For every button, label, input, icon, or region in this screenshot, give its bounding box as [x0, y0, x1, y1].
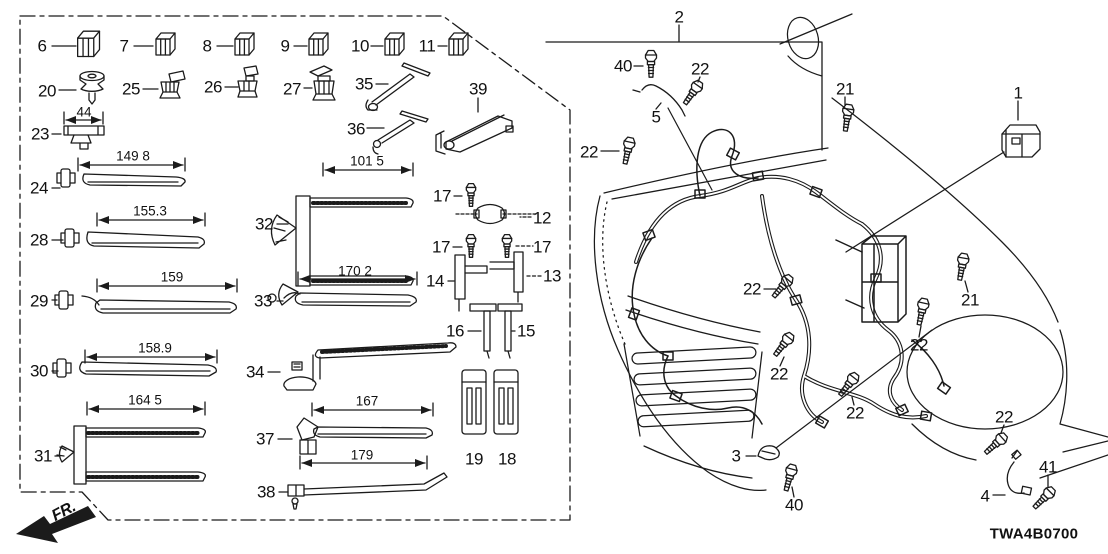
- callout-26[interactable]: 26: [204, 77, 222, 97]
- callout-11[interactable]: 11: [418, 36, 436, 56]
- dimension-label: 179: [350, 447, 374, 463]
- callout-4[interactable]: 4: [980, 486, 990, 506]
- part-37: [278, 403, 433, 454]
- diagram-code: TWA4B0700: [989, 525, 1079, 543]
- callout-31[interactable]: 31: [34, 446, 52, 466]
- callout-22[interactable]: 22: [743, 279, 761, 299]
- callout-20[interactable]: 20: [38, 81, 56, 101]
- callout-13[interactable]: 13: [543, 266, 561, 286]
- callout-35[interactable]: 35: [355, 74, 373, 94]
- part-23: [52, 112, 104, 149]
- callout-28[interactable]: 28: [30, 230, 48, 250]
- callout-1[interactable]: 1: [1013, 83, 1023, 103]
- inset-border: [20, 16, 570, 520]
- callout-22[interactable]: 22: [846, 403, 864, 423]
- part-31: [55, 402, 205, 484]
- callout-21[interactable]: 21: [961, 290, 979, 310]
- callout-41[interactable]: 41: [1039, 457, 1057, 477]
- callout-17[interactable]: 17: [432, 237, 450, 257]
- dimension-label: 155.3: [133, 203, 167, 219]
- dimension-label: 159: [160, 269, 184, 285]
- callout-22[interactable]: 22: [691, 59, 709, 79]
- callout-40[interactable]: 40: [785, 495, 803, 515]
- callout-6[interactable]: 6: [37, 36, 47, 56]
- callout-38[interactable]: 38: [257, 482, 275, 502]
- part-38: [279, 456, 447, 509]
- callout-22[interactable]: 22: [910, 335, 928, 355]
- dimension-label: 170 2: [338, 263, 372, 279]
- callout-15[interactable]: 15: [517, 321, 535, 341]
- connector-blocks: [462, 370, 518, 434]
- callout-27[interactable]: 27: [283, 79, 301, 99]
- fr-arrow: [16, 506, 96, 543]
- dimension-label: 164 5: [128, 392, 162, 408]
- dimension-label: 149 8: [116, 148, 150, 164]
- small-parts: [448, 183, 541, 358]
- dimension-label: 101 5: [350, 153, 384, 169]
- callout-19[interactable]: 19: [465, 449, 483, 469]
- harness-trunk: [636, 177, 926, 422]
- vehicle-outline: [594, 14, 1108, 491]
- callout-29[interactable]: 29: [30, 291, 48, 311]
- callout-22[interactable]: 22: [770, 364, 788, 384]
- callout-21[interactable]: 21: [836, 79, 854, 99]
- callout-5[interactable]: 5: [651, 107, 661, 127]
- clip-icons-row1: [52, 30, 469, 58]
- vehicle-callout-parts: [546, 25, 1058, 513]
- callout-25[interactable]: 25: [122, 79, 140, 99]
- callout-7[interactable]: 7: [119, 36, 129, 56]
- callout-40[interactable]: 40: [614, 56, 632, 76]
- callout-17[interactable]: 17: [533, 237, 551, 257]
- callout-2[interactable]: 2: [674, 7, 684, 27]
- callout-22[interactable]: 22: [995, 407, 1013, 427]
- callout-39[interactable]: 39: [469, 79, 487, 99]
- callout-24[interactable]: 24: [30, 178, 48, 198]
- callout-37[interactable]: 37: [256, 429, 274, 449]
- callout-23[interactable]: 23: [31, 124, 49, 144]
- callout-32[interactable]: 32: [255, 214, 273, 234]
- callout-36[interactable]: 36: [347, 119, 365, 139]
- fastener-icons-row2: [59, 63, 513, 154]
- dimension-label: 167: [355, 393, 379, 409]
- callout-17[interactable]: 17: [433, 186, 451, 206]
- harness-connectors: [629, 148, 951, 428]
- callout-16[interactable]: 16: [446, 321, 464, 341]
- callout-30[interactable]: 30: [30, 361, 48, 381]
- dimension-label: 44: [76, 104, 92, 120]
- callout-8[interactable]: 8: [202, 36, 212, 56]
- callout-10[interactable]: 10: [351, 36, 369, 56]
- part-33: [268, 272, 417, 306]
- callout-12[interactable]: 12: [533, 208, 551, 228]
- callout-14[interactable]: 14: [426, 271, 444, 291]
- dimension-label: 158.9: [138, 340, 172, 356]
- callout-9[interactable]: 9: [280, 36, 290, 56]
- harness-strips: [52, 158, 237, 378]
- callout-22[interactable]: 22: [580, 142, 598, 162]
- callout-3[interactable]: 3: [731, 446, 741, 466]
- harness-branches: [629, 129, 951, 427]
- callout-34[interactable]: 34: [246, 362, 264, 382]
- callout-18[interactable]: 18: [498, 449, 516, 469]
- callout-33[interactable]: 33: [254, 291, 272, 311]
- part-34: [268, 343, 456, 390]
